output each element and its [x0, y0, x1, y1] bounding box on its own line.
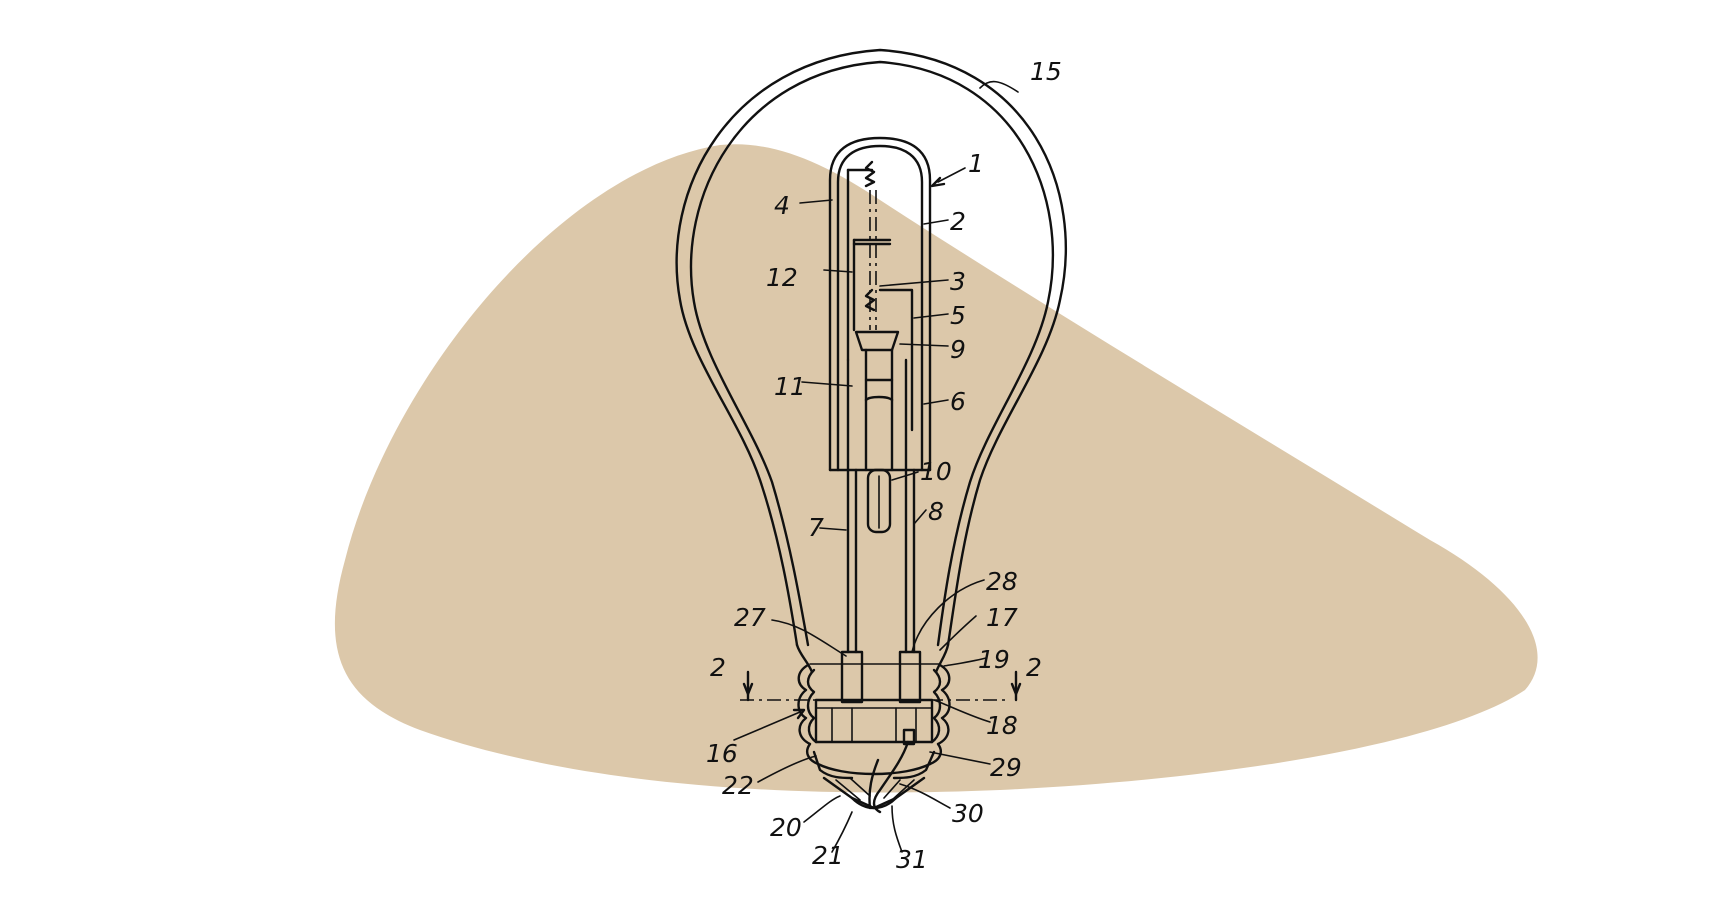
label-8: 8: [928, 497, 944, 526]
inner-envelope: [828, 136, 932, 534]
leader-lines: [733, 80, 1019, 853]
label-6: 6: [950, 387, 966, 416]
label-27: 27: [734, 603, 766, 632]
label-28: 28: [986, 567, 1018, 596]
section-label-left: 2: [710, 653, 726, 682]
label-3: 3: [950, 267, 966, 296]
label-9: 9: [950, 335, 966, 364]
label-7: 7: [808, 513, 824, 542]
screw-base: [797, 663, 951, 814]
label-15: 15: [1030, 57, 1062, 86]
stem-leads: [809, 468, 941, 704]
outer-bulb-envelope-inner: [689, 60, 1055, 647]
label-17: 17: [986, 603, 1018, 632]
label-4: 4: [774, 191, 790, 220]
label-20: 20: [770, 813, 802, 842]
label-2: 2: [950, 207, 966, 236]
label-19: 19: [978, 645, 1010, 674]
label-1: 1: [968, 149, 984, 178]
outer-bulb-envelope: [675, 48, 1067, 647]
reference-numerals: 15 1 4 2 12 3 5 9 11 6 10 8 7 28 27 17 1…: [706, 57, 1062, 874]
label-21: 21: [812, 841, 844, 870]
label-18: 18: [986, 711, 1018, 740]
label-22: 22: [722, 771, 754, 800]
label-30: 30: [952, 799, 984, 828]
label-5: 5: [950, 301, 966, 330]
section-line: [740, 670, 1022, 702]
label-29: 29: [990, 753, 1022, 782]
label-10: 10: [920, 457, 952, 486]
neck-shoulder-left: [795, 643, 814, 674]
section-label-right: 2: [1026, 653, 1042, 682]
background-blob: [334, 144, 1538, 793]
label-16: 16: [706, 739, 738, 768]
label-11: 11: [774, 372, 806, 401]
label-31: 31: [896, 845, 928, 874]
neck-shoulder-right: [934, 643, 950, 674]
label-12: 12: [766, 263, 798, 292]
